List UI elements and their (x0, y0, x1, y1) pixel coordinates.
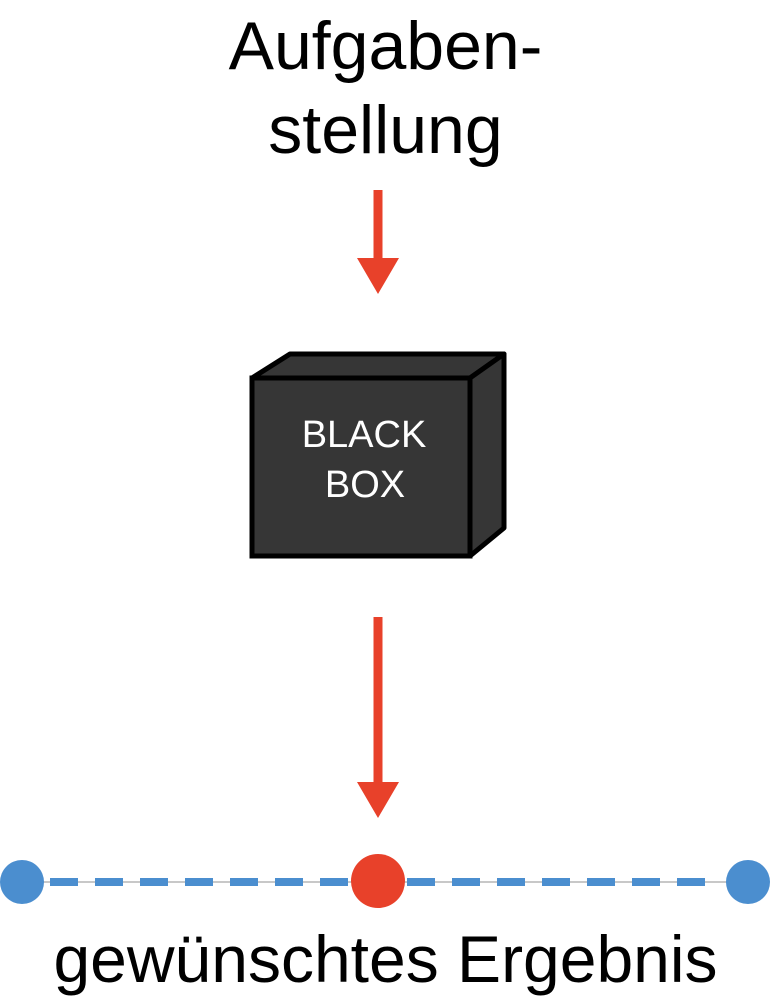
black-box-side-face (467, 351, 507, 559)
input-arrow (357, 190, 399, 294)
target-result-dot (351, 854, 405, 908)
black-box-label-line-1: BLACK (302, 414, 427, 456)
output-arrow-head (357, 782, 399, 818)
input-arrow-head (357, 258, 399, 294)
task-title: Aufgaben- stellung (0, 4, 771, 172)
output-arrow (357, 617, 399, 818)
black-box-front-face (249, 375, 473, 559)
scale-dot-left (0, 860, 44, 904)
result-label: gewünschtes Ergebnis (53, 922, 718, 996)
result-scale (0, 854, 770, 908)
black-box-label-line-2: BOX (325, 464, 405, 506)
task-title-line-2: stellung (268, 92, 503, 168)
black-box: BLACK BOX (249, 351, 507, 559)
black-box-top-face (249, 351, 507, 381)
task-title-line-1: Aufgaben- (228, 8, 543, 84)
scale-dot-right (726, 860, 770, 904)
